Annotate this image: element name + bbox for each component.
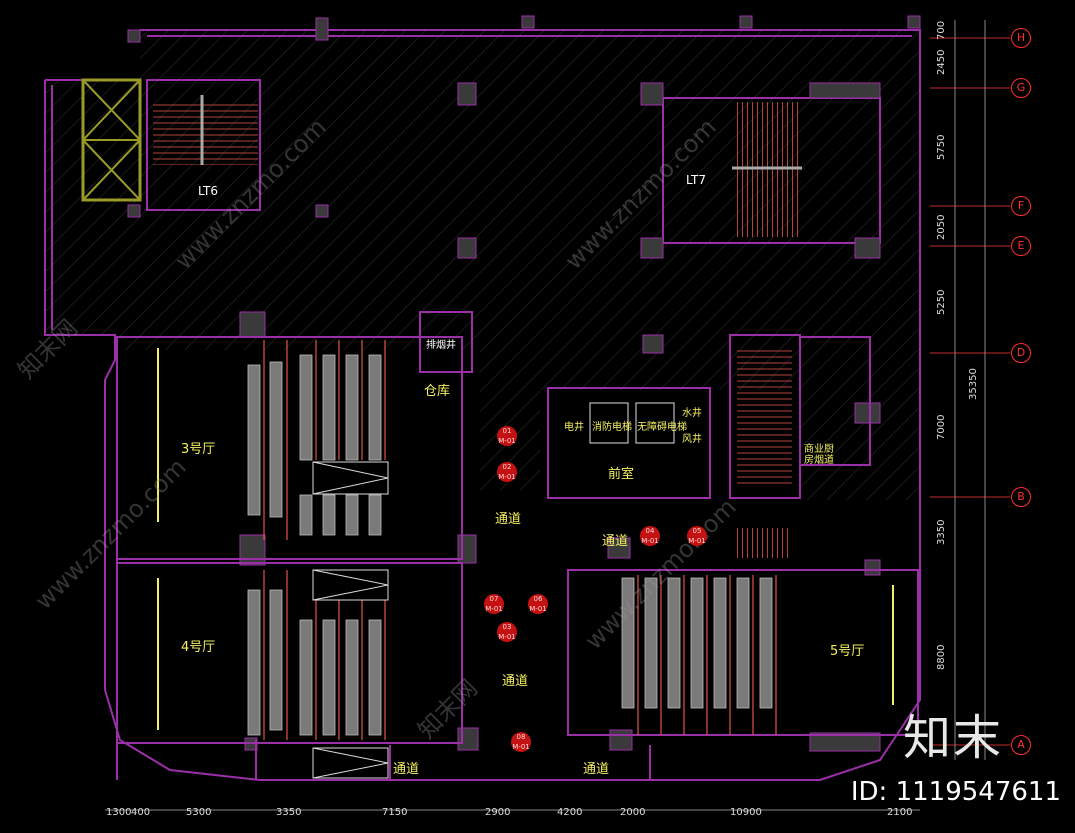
front-room-label: 前室 (608, 467, 635, 482)
axis-bubble: H (1011, 28, 1031, 48)
passage-label: 通道 (583, 762, 610, 777)
fire-elevator-label: 消防电梯 (592, 422, 632, 433)
dim-horizontal: 1300 (106, 807, 132, 818)
dim-horizontal: 400 (131, 807, 151, 818)
passage-label: 通道 (393, 762, 420, 777)
axis-bubble: E (1011, 236, 1031, 256)
lt7-label: LT7 (686, 173, 706, 187)
dim-horizontal: 2000 (620, 807, 646, 818)
dim-vertical: 2450 (936, 49, 947, 75)
passage-label: 通道 (602, 534, 629, 549)
water-shaft-label: 水井 (682, 408, 702, 419)
ramps (312, 461, 389, 779)
passage-label: 通道 (502, 674, 529, 689)
dim-horizontal: 3350 (276, 807, 302, 818)
screens (157, 348, 894, 730)
stair-small (735, 528, 790, 558)
elevators (589, 402, 675, 444)
dim-total: 35350 (968, 368, 979, 400)
dim-vertical: 700 (936, 20, 947, 40)
dim-horizontal: 10900 (730, 807, 762, 818)
dim-vertical: 3350 (936, 519, 947, 545)
passage-label: 通道 (495, 512, 522, 527)
dim-vertical: 5250 (936, 289, 947, 315)
row-lines (263, 340, 777, 740)
image-id: ID: 1119547611 (850, 777, 1061, 807)
axis-bubble: G (1011, 78, 1031, 98)
dim-horizontal: 5300 (186, 807, 212, 818)
grid-lines (105, 20, 1010, 811)
lt7-core (662, 97, 881, 244)
seating (247, 354, 773, 736)
brand-logo: 知末 (902, 710, 1003, 766)
hall4-label: 4号厅 (181, 640, 216, 655)
elec-shaft-label: 电井 (564, 422, 584, 433)
smoke-shaft-label: 排烟井 (426, 340, 456, 351)
lt6-label: LT6 (198, 184, 218, 198)
dim-vertical: 8800 (936, 644, 947, 670)
axis-bubble: A (1011, 735, 1031, 755)
dim-horizontal: 2100 (887, 807, 913, 818)
dim-vertical: 5750 (936, 134, 947, 160)
lt6-core (81, 78, 261, 211)
hall3-label: 3号厅 (181, 442, 216, 457)
hatched-slab (45, 30, 920, 500)
air-shaft-label: 风井 (682, 434, 702, 445)
axis-bubble: D (1011, 343, 1031, 363)
dim-horizontal: 2900 (485, 807, 511, 818)
stair-right (737, 348, 792, 488)
storage-label: 仓库 (424, 384, 451, 399)
dim-vertical: 7000 (936, 414, 947, 440)
hall5-label: 5号厅 (830, 644, 865, 659)
axis-bubble: F (1011, 196, 1031, 216)
hall-walls (116, 311, 919, 780)
accessible-elevator-label: 无障碍电梯 (637, 422, 687, 433)
dim-horizontal: 7150 (382, 807, 408, 818)
axis-bubble: B (1011, 487, 1031, 507)
dim-horizontal: 4200 (557, 807, 583, 818)
dim-vertical: 2050 (936, 214, 947, 240)
commercial-duct-label: 商业厨房烟道 (804, 444, 834, 466)
